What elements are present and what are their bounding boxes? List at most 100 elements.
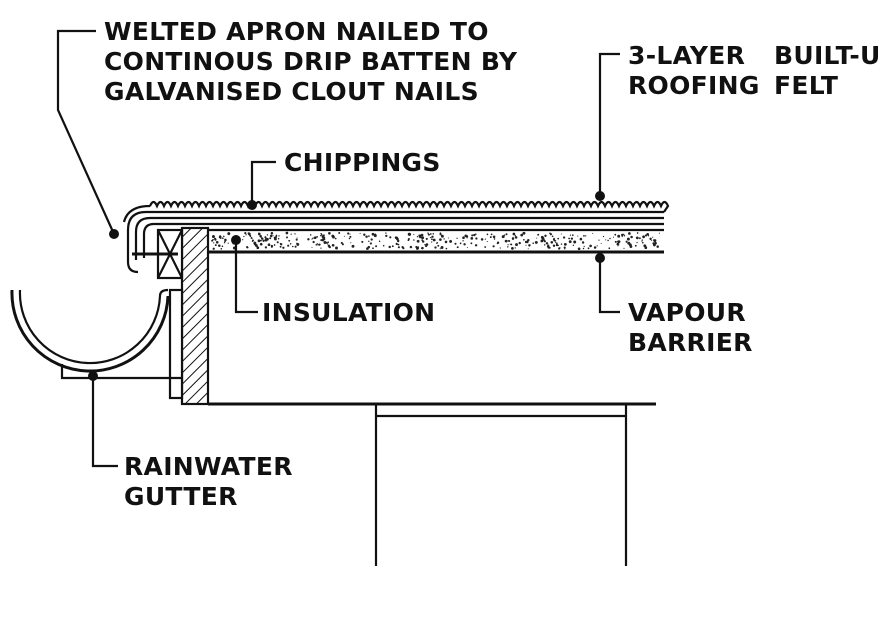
- insulation-grain: [282, 246, 285, 249]
- insulation-grain: [625, 240, 628, 243]
- insulation-grain: [341, 243, 344, 246]
- insulation-grain: [489, 236, 492, 239]
- insulation-grain: [253, 241, 257, 245]
- insulation-grain: [444, 240, 448, 244]
- insulation-grain: [256, 246, 260, 250]
- insulation-grain: [251, 240, 254, 243]
- insulation-grain: [534, 240, 538, 244]
- insulation-grain: [560, 243, 563, 245]
- label-apron-line3: GALVANISED CLOUT NAILS: [104, 77, 479, 106]
- insulation-grain: [582, 247, 585, 250]
- insulation-grain: [416, 239, 420, 243]
- leader-apron: [56, 29, 116, 235]
- insulation-grain: [223, 235, 225, 238]
- insulation-grain: [286, 236, 288, 239]
- leader-gutter-dot: [88, 371, 98, 381]
- insulation-grain: [252, 240, 255, 242]
- felt-layer-middle: [134, 216, 664, 260]
- insulation-grain: [422, 240, 425, 243]
- insulation-grain: [449, 239, 453, 243]
- insulation-grain: [431, 235, 434, 238]
- insulation-grain: [264, 246, 268, 249]
- bracket-arm: [60, 364, 182, 380]
- insulation-grain: [348, 237, 351, 240]
- insulation-grain: [385, 232, 387, 234]
- insulation-grain: [466, 247, 468, 249]
- insulation-grain: [369, 242, 372, 245]
- insulation-grain: [490, 233, 493, 236]
- insulation-grain: [266, 234, 269, 236]
- insulation-grain: [254, 244, 256, 246]
- insulation-grain: [315, 243, 318, 246]
- insulation-grain: [227, 232, 231, 236]
- insulation-grain: [605, 239, 607, 241]
- insulation-grain: [644, 234, 648, 237]
- insulation-grain: [437, 244, 440, 247]
- insulation-grain: [395, 242, 398, 246]
- label-chippings: CHIPPINGS: [284, 148, 441, 177]
- insulation-grain: [321, 238, 324, 241]
- insulation-grain: [378, 240, 381, 242]
- insulation-grain: [628, 232, 631, 235]
- insulation-grain: [212, 238, 214, 241]
- felt-layer-inner: [142, 222, 664, 258]
- insulation-grain: [462, 236, 465, 240]
- insulation-grain: [244, 232, 247, 235]
- insulation-grain: [492, 235, 496, 239]
- insulation-grain: [607, 239, 609, 242]
- insulation-grain: [371, 232, 375, 236]
- insulation-grain: [328, 245, 331, 249]
- insulation-grain: [515, 243, 518, 247]
- insulation-grain: [641, 240, 643, 242]
- insulation-grain: [221, 245, 224, 248]
- label-gutter-line1: RAINWATER: [124, 452, 293, 481]
- insulation-grain: [511, 247, 514, 250]
- insulation-grain: [432, 233, 435, 235]
- insulation-grain: [440, 234, 444, 238]
- insulation-grain: [431, 238, 433, 241]
- insulation-grain: [416, 235, 419, 238]
- insulation-grain: [307, 238, 310, 241]
- insulation-grain: [259, 239, 262, 242]
- insulation-grain: [214, 244, 217, 247]
- insulation-grain: [296, 237, 298, 239]
- insulation-grain: [593, 246, 597, 249]
- insulation-grain: [628, 243, 632, 247]
- insulation-grain: [439, 248, 441, 250]
- insulation-grain: [214, 238, 217, 241]
- insulation-grain: [474, 244, 478, 247]
- insulation-grain: [295, 238, 298, 241]
- insulation-grain: [646, 232, 650, 236]
- insulation-grain: [331, 243, 335, 247]
- insulation-grain: [501, 235, 505, 239]
- leader-felt-dot: [595, 191, 605, 201]
- insulation-grain: [569, 234, 572, 236]
- insulation-grain: [368, 240, 370, 243]
- insulation-grain: [512, 232, 516, 236]
- rainwater-gutter: [10, 288, 170, 373]
- insulation-grain: [309, 234, 312, 236]
- label-felt-line1b: BUILT-U: [774, 41, 881, 70]
- insulation-grain: [316, 243, 318, 245]
- insulation-grain: [612, 236, 615, 238]
- insulation-grain: [359, 232, 361, 234]
- insulation-grain: [285, 231, 289, 235]
- insulation-grain: [227, 242, 229, 244]
- leader-vapour-dot: [595, 253, 605, 263]
- insulation-grain: [560, 233, 562, 235]
- insulation-grain: [367, 245, 371, 249]
- insulation-grain: [427, 232, 429, 234]
- insulation-grain: [564, 248, 566, 250]
- insulation-grain: [641, 241, 644, 244]
- insulation-speckle: [211, 231, 660, 251]
- insulation-grain: [351, 244, 355, 248]
- insulation-grain: [439, 238, 442, 241]
- insulation-grain: [320, 247, 322, 249]
- insulation-grain: [413, 233, 415, 235]
- insulation-grain: [454, 242, 457, 245]
- insulation-grain: [571, 234, 574, 236]
- insulation-grain: [361, 240, 364, 243]
- insulation-grain: [470, 242, 473, 245]
- insulation-grain: [349, 235, 352, 238]
